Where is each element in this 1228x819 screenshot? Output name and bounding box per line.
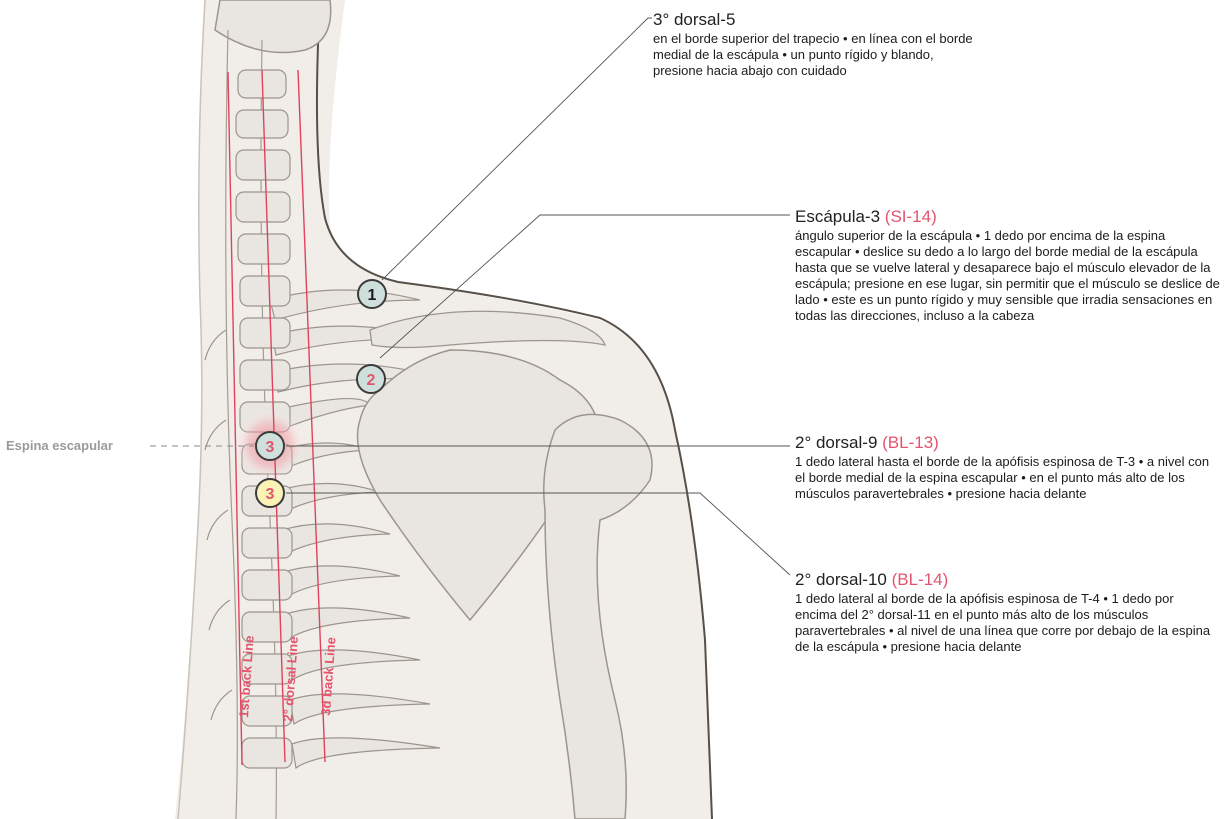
annotation-title: Escápula-3 (SI-14) bbox=[795, 207, 1225, 227]
point-number-3-lower: 3 bbox=[266, 486, 275, 503]
annotation-code: (SI-14) bbox=[885, 207, 937, 226]
annotation-code: (BL-13) bbox=[882, 433, 939, 452]
annotation-body: ángulo superior de la escápula • 1 dedo … bbox=[795, 228, 1225, 324]
annotation-name: Escápula-3 bbox=[795, 207, 880, 226]
annotation-title: 2° dorsal-10 (BL-14) bbox=[795, 570, 1215, 590]
point-marker-3-lower[interactable]: 3 bbox=[256, 479, 284, 507]
scapular-spine-label: Espina escapular bbox=[6, 438, 113, 453]
annotation-name: 2° dorsal-10 bbox=[795, 570, 887, 589]
annotation-body: 1 dedo lateral al borde de la apófisis e… bbox=[795, 591, 1215, 655]
annotation-body: en el borde superior del trapecio • en l… bbox=[653, 31, 973, 79]
annotation-name: 3° dorsal-5 bbox=[653, 10, 735, 29]
point-marker-2[interactable]: 2 bbox=[357, 365, 385, 393]
annotation-body: 1 dedo lateral hasta el borde de la apóf… bbox=[795, 454, 1215, 502]
annotation-title: 2° dorsal-9 (BL-13) bbox=[795, 433, 1215, 453]
annotation-dorsal-10: 2° dorsal-10 (BL-14) 1 dedo lateral al b… bbox=[795, 570, 1215, 655]
point-number-3-upper: 3 bbox=[266, 439, 275, 456]
annotation-escapula-3: Escápula-3 (SI-14) ángulo superior de la… bbox=[795, 207, 1225, 324]
point-number-1: 1 bbox=[368, 287, 377, 304]
annotation-dorsal-9: 2° dorsal-9 (BL-13) 1 dedo lateral hasta… bbox=[795, 433, 1215, 502]
annotation-dorsal-5: 3° dorsal-5 en el borde superior del tra… bbox=[653, 10, 973, 79]
point-number-2: 2 bbox=[367, 372, 376, 389]
annotation-code: (BL-14) bbox=[892, 570, 949, 589]
annotation-name: 2° dorsal-9 bbox=[795, 433, 877, 452]
annotation-title: 3° dorsal-5 bbox=[653, 10, 973, 30]
point-marker-1[interactable]: 1 bbox=[358, 280, 386, 308]
point-marker-3-upper[interactable]: 3 bbox=[256, 432, 284, 460]
